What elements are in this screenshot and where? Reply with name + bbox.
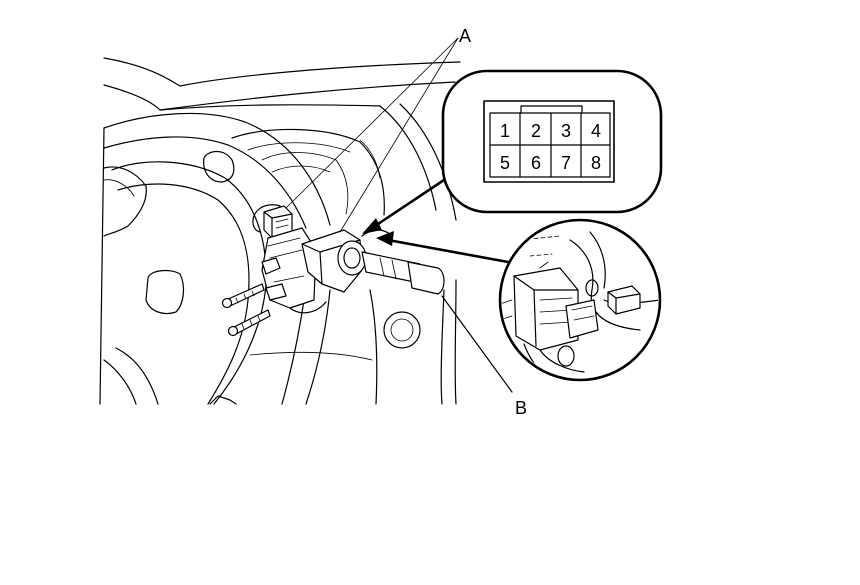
switch-closeup-detail xyxy=(498,218,662,382)
terminal-number: 3 xyxy=(561,121,571,141)
dashboard-illustration xyxy=(103,57,461,405)
terminal-number: 7 xyxy=(561,153,571,173)
terminal-number: 4 xyxy=(591,121,601,141)
steering-wheel xyxy=(99,112,331,405)
terminal-number: 8 xyxy=(591,153,601,173)
column-switch-assembly xyxy=(221,204,445,337)
terminal-number: 5 xyxy=(500,153,510,173)
terminal-number: 6 xyxy=(531,153,541,173)
terminal-number: 1 xyxy=(500,121,510,141)
mounting-screw xyxy=(227,309,271,337)
mounting-screw xyxy=(221,283,265,309)
callout-label-a: A xyxy=(459,26,471,46)
terminal-number: 2 xyxy=(531,121,541,141)
arrow-head-icon xyxy=(362,218,382,234)
callout-label-b: B xyxy=(515,398,527,418)
callout-leaders xyxy=(285,37,513,393)
arrow-head-icon xyxy=(376,231,394,246)
connector-terminal-detail: 1 2 3 4 5 6 7 8 xyxy=(441,69,663,214)
